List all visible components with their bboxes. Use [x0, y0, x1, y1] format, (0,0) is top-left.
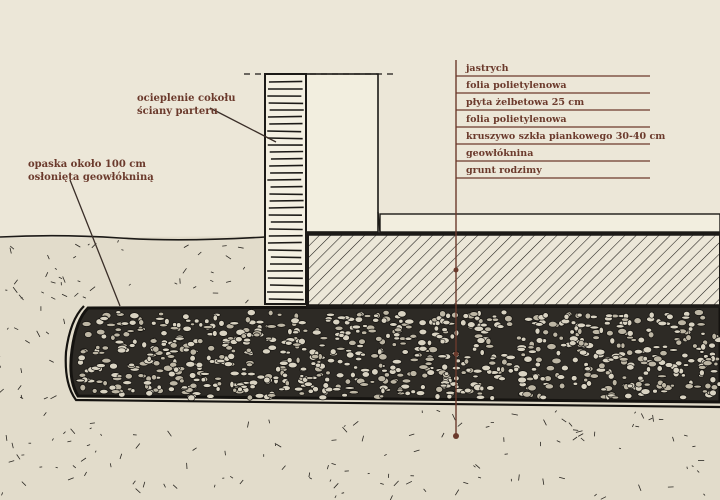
wall [305, 73, 379, 233]
layer-label-foil-1: folia polietylenowa [466, 80, 567, 91]
band-label-line1: opaska około 100 cm [28, 159, 146, 170]
layer-label-native-soil: grunt rodzimy [466, 165, 542, 176]
ground-surface-line [0, 234, 266, 241]
callout-end-dot [453, 433, 459, 439]
band-label: opaska około 100 cm osłonięta geowłóknin… [28, 158, 154, 184]
band-leader [69, 179, 121, 307]
geotextile-outline [64, 305, 720, 409]
insulation-label-line2: ściany parteru [137, 106, 218, 117]
insulation-hatching [267, 80, 304, 301]
layer-label-foil-2: folia polietylenowa [466, 114, 567, 125]
callout-dot-slab [453, 267, 459, 273]
layer-label-geotextile: geowłóknina [466, 148, 534, 159]
insulation-leader [209, 107, 277, 143]
insulation-label: ocieplenie cokołu ściany parteru [137, 92, 235, 118]
concrete-slab [307, 233, 720, 307]
gravel-pebbles [75, 309, 720, 402]
callout-dot-gravel [453, 351, 459, 357]
layer-label-screed: jastrych [466, 63, 509, 74]
layer-label-slab: płyta żelbetowa 25 cm [466, 97, 585, 108]
soil-texture [0, 240, 706, 500]
plinth-insulation [264, 73, 307, 305]
layer-callout-rules [456, 75, 650, 179]
screed-layer [379, 213, 720, 233]
insulation-label-line1: ocieplenie cokołu [137, 93, 236, 104]
layer-label-aggregate: kruszywo szkła piankowego 30-40 cm [466, 131, 666, 142]
band-label-line2: osłonięta geowłókniną [28, 172, 154, 183]
